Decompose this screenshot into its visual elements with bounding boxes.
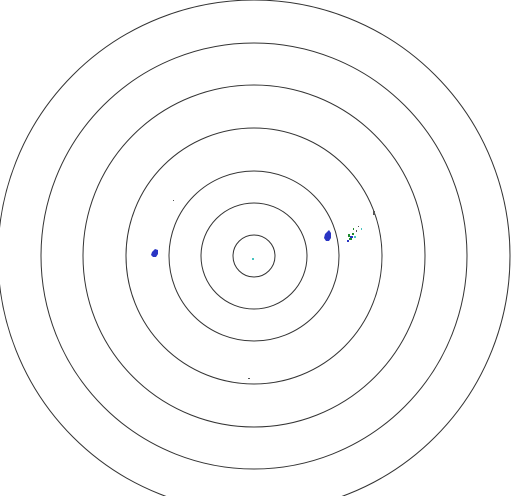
range-ring: [125, 127, 383, 385]
echo-cluster-west: [151, 249, 158, 257]
precipitation-echoes: [151, 200, 375, 379]
range-ring: [168, 170, 340, 342]
echo-cluster-east: [324, 230, 331, 241]
range-ring: [82, 84, 426, 428]
echo-cluster-far-east: [347, 226, 362, 242]
echo-speck-south: [248, 378, 250, 379]
range-ring: [232, 234, 276, 278]
echo-speck-edge: [373, 211, 375, 215]
echo-speck-center: [252, 258, 254, 260]
echo-speck-northwest: [173, 200, 174, 201]
range-ring: [40, 42, 468, 470]
range-ring: [200, 202, 308, 310]
